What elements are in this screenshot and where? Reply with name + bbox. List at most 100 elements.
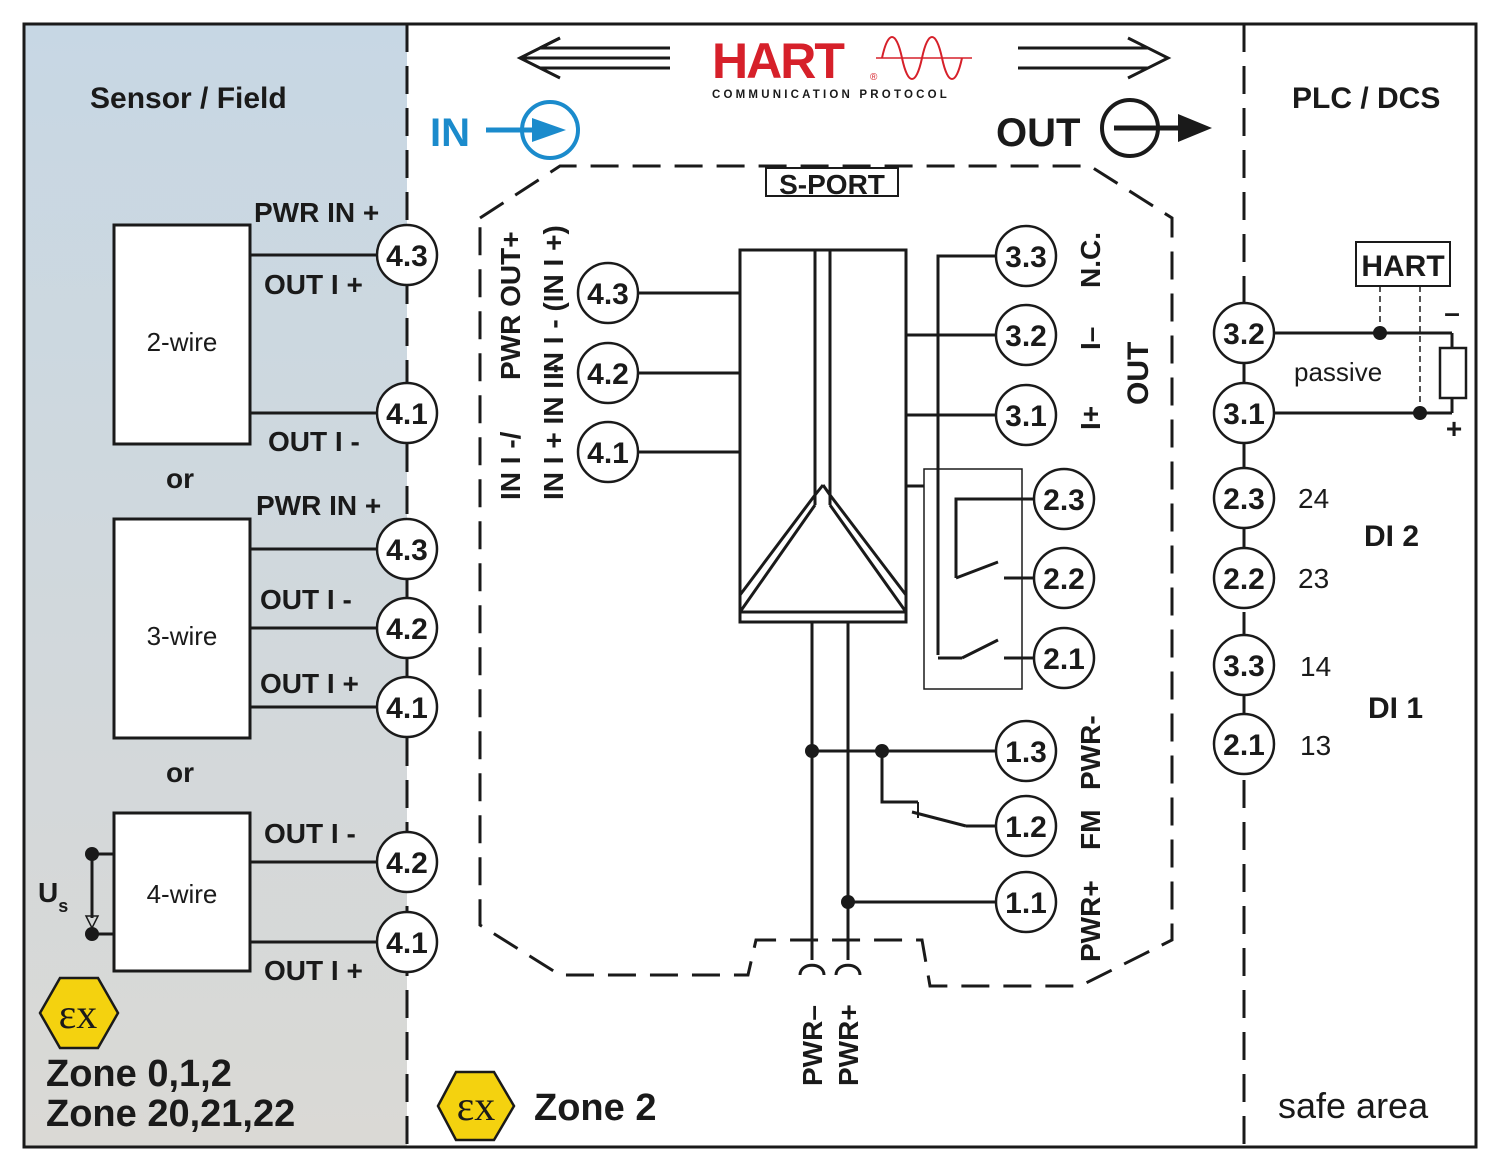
wire-label-4wire-outminus: OUT I - — [264, 818, 356, 849]
svg-text:4.1: 4.1 — [386, 692, 428, 725]
output-side-label: OUT — [1122, 342, 1155, 405]
supply-us — [84, 847, 114, 941]
plc-number-13: 13 — [1300, 730, 1331, 761]
plc-title: PLC / DCS — [1292, 82, 1440, 115]
svg-text:4.2: 4.2 — [386, 613, 428, 646]
device-4wire-box — [112, 811, 252, 973]
converter-internals — [738, 250, 908, 614]
svg-text:4.1: 4.1 — [386, 398, 428, 431]
plc-minus: – — [1444, 297, 1460, 328]
plc-number-24: 24 — [1298, 483, 1329, 514]
plc-hart-label: HART — [1361, 250, 1444, 283]
svg-text:4.1: 4.1 — [386, 927, 428, 960]
input-label-inplus: IN I + IN I - — [538, 364, 569, 500]
ex-symbol-zone2-icon: εx — [436, 1070, 516, 1142]
wire-label-4wire-outplus: OUT I + — [264, 955, 363, 986]
svg-text:3.1: 3.1 — [1005, 400, 1047, 433]
power-wiring — [798, 622, 996, 976]
bottom-label-pwr-plus: PWR+ — [833, 1004, 864, 1086]
plc-number-23: 23 — [1298, 563, 1329, 594]
svg-text:2.1: 2.1 — [1043, 643, 1085, 676]
output-wiring — [906, 254, 996, 655]
junction-fm — [875, 744, 889, 758]
terminal-out-32: 3.2 — [994, 303, 1058, 367]
svg-text:3.1: 3.1 — [1223, 398, 1265, 431]
device-4wire-label: 4-wire — [147, 879, 218, 909]
svg-text:εx: εx — [457, 1084, 496, 1130]
wire-label-3wire-outplus: OUT I + — [260, 668, 359, 699]
svg-text:2.3: 2.3 — [1043, 484, 1085, 517]
terminal-field-3w-41: 4.1 — [375, 675, 439, 739]
terminal-plc-33: 3.3 — [1212, 633, 1276, 697]
input-label-inminus: IN I -/ — [495, 431, 526, 500]
hart-arrows — [516, 36, 1172, 80]
ex-symbol-field-icon: εx — [38, 976, 120, 1050]
svg-text:3.3: 3.3 — [1005, 241, 1047, 274]
plc-hart-box — [1355, 241, 1451, 287]
relay-contacts — [938, 497, 1034, 660]
out-label: OUT — [996, 111, 1080, 155]
svg-text:4.2: 4.2 — [386, 847, 428, 880]
terminal-in-42: 4.2 — [576, 341, 640, 405]
junction-pwr-plus — [841, 895, 855, 909]
svg-text:2.1: 2.1 — [1223, 729, 1265, 762]
hart-logo: HART — [712, 33, 844, 89]
svg-text:4.1: 4.1 — [587, 437, 629, 470]
device-2wire-box — [112, 223, 252, 446]
output-label-iminus: I– — [1075, 327, 1106, 350]
terminal-plc-22: 2.2 — [1212, 546, 1276, 610]
wire-label-2wire-pwr: PWR IN + — [254, 197, 379, 228]
wire-label-3wire-outminus: OUT I - — [260, 584, 352, 615]
power-label-pwr-plus: PWR+ — [1075, 880, 1106, 962]
safe-area-label: safe area — [1278, 1085, 1429, 1126]
terminal-relay-21: 2.1 — [1032, 626, 1096, 690]
in-label: IN — [430, 111, 470, 155]
terminal-out-31: 3.1 — [994, 383, 1058, 447]
terminal-field-3w-42: 4.2 — [375, 596, 439, 660]
sport-label: S-PORT — [779, 169, 885, 200]
terminal-field-3w-43: 4.3 — [375, 517, 439, 581]
bottom-label-pwr-minus: PWR– — [797, 1005, 828, 1086]
or-label-1: or — [166, 463, 194, 494]
terminal-plc-32: 3.2 — [1212, 301, 1276, 365]
terminal-plc-23: 2.3 — [1212, 466, 1276, 530]
svg-text:εx: εx — [59, 992, 98, 1038]
terminal-plc-21: 2.1 — [1212, 712, 1276, 776]
svg-text:4.3: 4.3 — [386, 240, 428, 273]
wire-label-2wire-outplus: OUT I + — [264, 269, 363, 300]
svg-text:2.2: 2.2 — [1223, 563, 1265, 596]
or-label-2: or — [166, 757, 194, 788]
plc-di2-label: DI 2 — [1364, 520, 1419, 553]
terminal-field-4w-42: 4.2 — [375, 830, 439, 894]
plc-plus: + — [1446, 413, 1462, 444]
terminal-field-2w-41: 4.1 — [375, 381, 439, 445]
terminal-pwr-11: 1.1 — [994, 870, 1058, 934]
terminal-field-4w-41: 4.1 — [375, 910, 439, 974]
terminal-in-43: 4.3 — [576, 261, 640, 325]
us-label: Us — [38, 877, 68, 916]
power-label-fm: FM — [1075, 810, 1106, 850]
us-sub: s — [58, 896, 68, 916]
hart-subtitle: COMMUNICATION PROTOCOL — [712, 89, 950, 101]
svg-text:4.2: 4.2 — [587, 358, 629, 391]
terminal-pwr-12: 1.2 — [994, 794, 1058, 858]
module-outline — [478, 164, 1174, 988]
outer-frame — [22, 22, 1478, 1149]
plc-di1-label: DI 1 — [1368, 692, 1423, 725]
plc-passive-label: passive — [1294, 357, 1382, 387]
sport-box — [765, 167, 899, 197]
input-label-pwr-out: PWR OUT+ — [495, 231, 526, 380]
zone-field-1: Zone 0,1,2 — [46, 1053, 232, 1095]
svg-text:4.3: 4.3 — [587, 278, 629, 311]
terminal-relay-22: 2.2 — [1032, 546, 1096, 610]
zone-2-label: Zone 2 — [534, 1087, 656, 1129]
terminal-plc-31: 3.1 — [1212, 381, 1276, 445]
device-3wire-label: 3-wire — [147, 621, 218, 651]
wire-label-3wire-pwr: PWR IN + — [256, 490, 381, 521]
svg-text:2.3: 2.3 — [1223, 483, 1265, 516]
input-label-inminus-paren: IN I - (IN I +) — [538, 225, 569, 380]
svg-text:3.2: 3.2 — [1005, 320, 1047, 353]
out-arrow-icon — [1100, 98, 1212, 158]
power-label-pwr-minus: PWR- — [1075, 715, 1106, 790]
svg-text:1.2: 1.2 — [1005, 811, 1047, 844]
